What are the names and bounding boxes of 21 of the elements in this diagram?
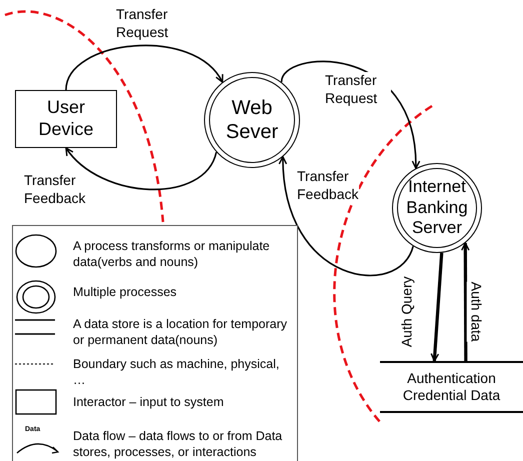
data-flow-arrow <box>461 242 470 361</box>
edge-label: Transfer Request <box>325 72 391 107</box>
legend-text: A data store is a location for temporary or permanent data(nouns) <box>73 316 288 348</box>
legend-text: Data flow – data flows to or from Data stores, processes, or interactions <box>73 428 284 460</box>
edge-label: Auth Query <box>398 276 416 348</box>
interactor-box <box>15 90 117 148</box>
data-store <box>380 361 523 413</box>
legend-text: Interactor – input to system <box>73 394 225 410</box>
edge-label: Transfer Feedback <box>297 168 359 203</box>
node-label: Internet Banking Server <box>405 177 469 239</box>
data-flow-arrow <box>65 44 224 90</box>
node-label: Web Sever <box>224 96 280 144</box>
legend-text: A process transforms or manipulate data(verbs and nouns) <box>73 238 271 270</box>
data-flow-arrow <box>65 147 218 190</box>
edge-label: Auth data <box>467 282 485 342</box>
legend-text: Boundary such as machine, physical, … <box>73 356 280 388</box>
node-label: Authentication Credential Data <box>402 370 502 404</box>
node-label: User Device <box>37 97 95 141</box>
data-flow-arrow <box>430 252 444 362</box>
data-flow-arrow <box>279 156 414 276</box>
legend-text: Multiple processes <box>73 284 178 300</box>
